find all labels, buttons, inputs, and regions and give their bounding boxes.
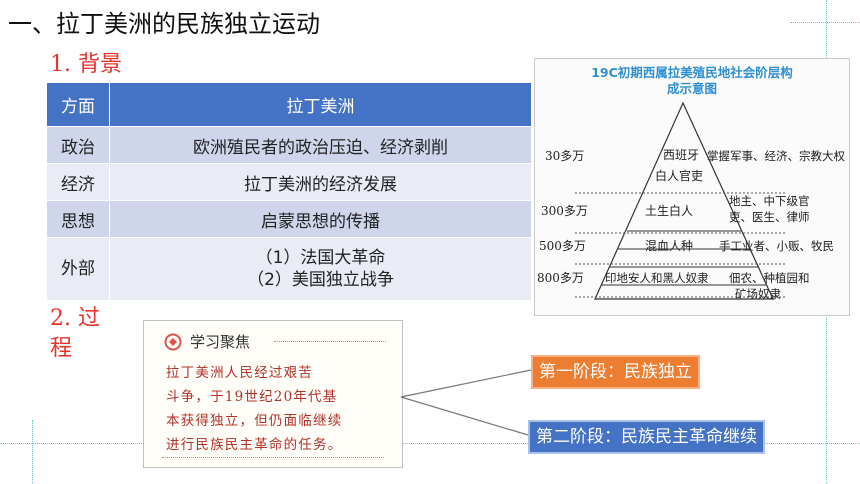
stage-one-label: 第一阶段：民族独立 <box>531 355 700 389</box>
pyramid-class-name: 印地安人和黑人奴隶 <box>605 271 709 285</box>
pyramid-class-role: 矿场奴隶 <box>735 287 781 301</box>
pyramid-class-name: 混血人种 <box>645 239 693 253</box>
focus-icon <box>164 333 182 351</box>
pyramid-count: 500多万 <box>539 239 586 253</box>
focus-text: 拉丁美洲人民经过艰苦 斗争，于19世纪20年代基 本获得独立，但仍面临继续 进行… <box>166 361 388 457</box>
decor-dotted-line <box>32 420 33 484</box>
pyramid-title: 19C初期西属拉美殖民地社会阶层构 成示意图 <box>535 65 849 97</box>
background-table: 方面 拉丁美洲 政治 欧洲殖民者的政治压迫、经济剥削 经济 拉丁美洲的经济发展 … <box>46 82 532 301</box>
table-row: 思想 启蒙思想的传播 <box>46 200 532 238</box>
table-row: 政治 欧洲殖民者的政治压迫、经济剥削 <box>46 126 532 164</box>
decor-dotted-line <box>790 22 860 23</box>
focus-text-line: 斗争，于19世纪20年代基 <box>166 389 338 405</box>
pyramid-outline <box>594 101 774 300</box>
stage-two-label: 第二阶段：民族民主革命继续 <box>528 420 765 454</box>
focus-text-line: 本获得独立，但仍面临继续 <box>166 413 343 429</box>
pyramid-class-name: 土生白人 <box>645 203 693 218</box>
pyramid-class-role: 佃农、种植园和 <box>729 271 810 285</box>
pyramid-class-role: 地主、中下级官 <box>729 194 810 208</box>
table-row: 外部 （1）法国大革命 （2）美国独立战争 <box>46 237 532 301</box>
connector-line <box>400 396 529 436</box>
table-cell-content: 欧洲殖民者的政治压迫、经济剥削 <box>109 126 532 164</box>
pyramid-figure: 19C初期西属拉美殖民地社会阶层构 成示意图 30多万 西班牙 白人官吏 掌握军… <box>534 58 850 316</box>
focus-divider <box>162 457 384 458</box>
table-cell-line: （2）美国独立战争 <box>247 270 394 290</box>
pyramid-class-role: 手工业者、小贩、牧民 <box>719 239 834 253</box>
section-heading-background: 1. 背景 <box>50 52 122 77</box>
pyramid-count: 800多万 <box>537 271 584 285</box>
pyramid-title-line: 成示意图 <box>666 81 717 96</box>
focus-text-line: 进行民族民主革命的任务。 <box>166 437 343 453</box>
focus-text-line: 拉丁美洲人民经过艰苦 <box>166 365 313 381</box>
table-cell-line: （1）法国大革命 <box>255 248 386 268</box>
table-cell-content: （1）法国大革命 （2）美国独立战争 <box>109 237 532 301</box>
pyramid-title-line: 19C初期西属拉美殖民地社会阶层构 <box>591 65 793 80</box>
section-heading-process: 2. 过程 <box>50 306 100 361</box>
pyramid-class-role: 掌握军事、经济、宗教大权 <box>707 149 845 163</box>
pyramid-diagram: 30多万 西班牙 白人官吏 掌握军事、经济、宗教大权 300多万 土生白人 地主… <box>537 101 845 301</box>
table-row: 经济 拉丁美洲的经济发展 <box>46 163 532 201</box>
table-cell-aspect: 外部 <box>46 237 110 301</box>
focus-title: 学习聚焦 <box>190 333 251 351</box>
pyramid-class-name: 西班牙 <box>663 148 699 162</box>
decor-dotted-line <box>0 443 860 444</box>
pyramid-class-name: 白人官吏 <box>655 168 703 183</box>
table-header-row: 方面 拉丁美洲 <box>46 82 532 127</box>
pyramid-count: 30多万 <box>545 149 584 163</box>
table-cell-aspect: 思想 <box>46 200 110 238</box>
pyramid-count: 300多万 <box>541 204 588 218</box>
study-focus-box: 学习聚焦 拉丁美洲人民经过艰苦 斗争，于19世纪20年代基 本获得独立，但仍面临… <box>143 320 403 468</box>
pyramid-class-role: 吏、医生、律师 <box>729 210 810 224</box>
page-title: 一、拉丁美洲的民族独立运动 <box>8 10 320 38</box>
connector-line <box>400 369 532 398</box>
focus-divider <box>274 341 386 342</box>
table-header-region: 拉丁美洲 <box>109 82 532 127</box>
table-cell-content: 启蒙思想的传播 <box>109 200 532 238</box>
table-cell-content: 拉丁美洲的经济发展 <box>109 163 532 201</box>
